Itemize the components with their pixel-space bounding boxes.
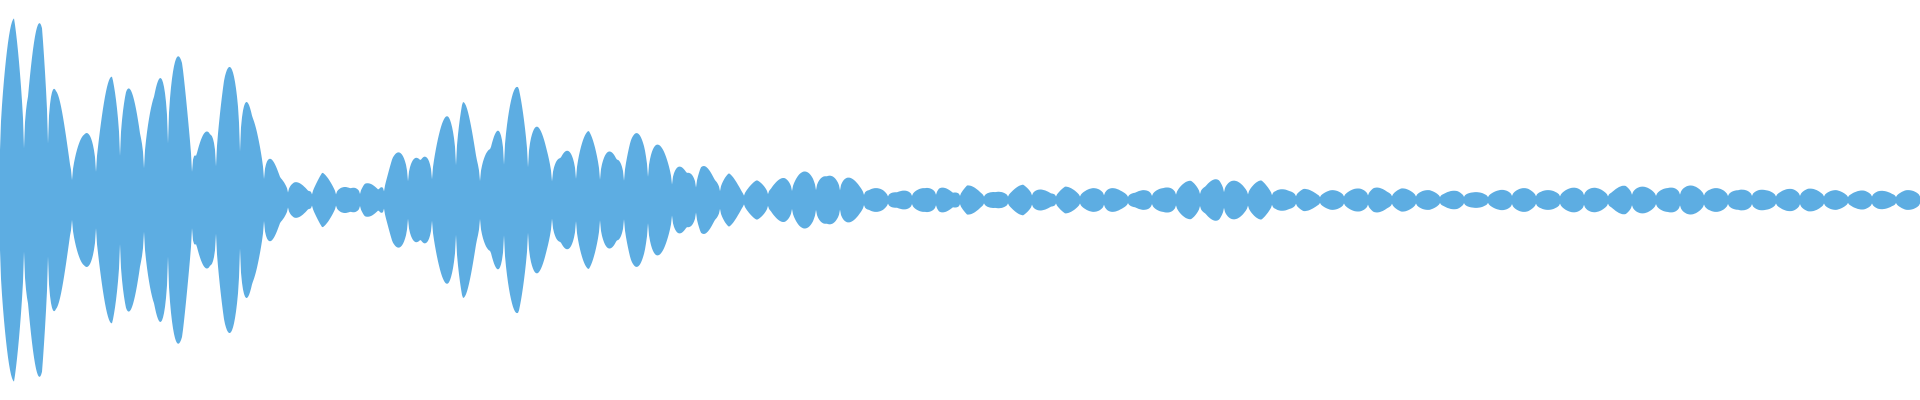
audio-waveform xyxy=(0,18,1920,382)
